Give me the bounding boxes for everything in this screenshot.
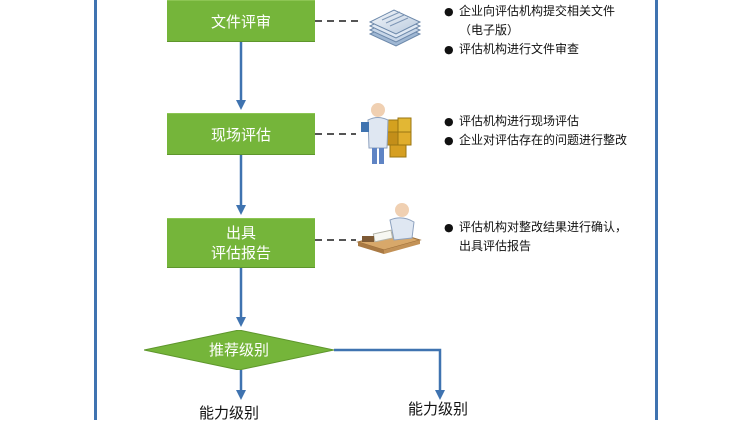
- note-doc-item-1-cont: （电子版）: [444, 21, 684, 40]
- note-doc-item-1: ● 企业向评估机构提交相关文件: [444, 2, 684, 21]
- note-site-assessment: ● 评估机构进行现场评估 ● 企业对评估存在的问题进行整改: [444, 112, 684, 150]
- bullet-icon: ●: [444, 134, 454, 147]
- note-report-item-1-cont-text: 出具评估报告: [459, 239, 532, 253]
- note-site-item-2-text: 企业对评估存在的问题进行整改: [459, 133, 628, 147]
- node-site-assessment-label: 现场评估: [210, 125, 271, 144]
- frame-line-left: [94, 0, 97, 420]
- bullet-icon: ●: [444, 221, 454, 234]
- node-recommend-level-label: 推荐级别: [209, 341, 269, 359]
- note-report-item-1-cont: 出具评估报告: [444, 237, 684, 256]
- note-report: ● 评估机构对整改结果进行确认， 出具评估报告: [444, 218, 684, 256]
- bottom-label-right: 能力级别: [408, 400, 469, 418]
- bullet-icon: ●: [444, 43, 454, 56]
- frame-line-right: [655, 0, 658, 420]
- node-issue-report-line2: 评估报告: [210, 244, 271, 262]
- document-stack-icon: [368, 9, 422, 47]
- bullet-icon: ●: [444, 115, 454, 128]
- inspector-with-boxes-icon: [361, 103, 412, 164]
- note-report-item-1-text: 评估机构对整改结果进行确认，: [459, 220, 628, 234]
- bullet-icon: ●: [444, 5, 454, 18]
- node-recommend-level: 推荐级别: [143, 329, 335, 371]
- person-writing-at-desk-icon: [356, 203, 422, 254]
- note-doc-item-2: ● 评估机构进行文件审查: [444, 40, 684, 59]
- note-site-item-1-text: 评估机构进行现场评估: [459, 114, 580, 128]
- node-site-assessment: 现场评估: [167, 113, 315, 155]
- note-doc-item-1-cont-text: （电子版）: [459, 23, 520, 37]
- bottom-label-left: 能力级别: [199, 404, 260, 422]
- note-document-review: ● 企业向评估机构提交相关文件 （电子版） ● 评估机构进行文件审查: [444, 2, 684, 59]
- arrow-recommend-right: [334, 348, 445, 400]
- note-site-item-2: ● 企业对评估存在的问题进行整改: [444, 131, 684, 150]
- note-report-item-1: ● 评估机构对整改结果进行确认，: [444, 218, 684, 237]
- node-document-review: 文件评审: [167, 0, 315, 42]
- node-issue-report: 出具 评估报告: [167, 218, 315, 268]
- note-site-item-1: ● 评估机构进行现场评估: [444, 112, 684, 131]
- note-doc-item-1-text: 企业向评估机构提交相关文件: [459, 4, 616, 18]
- node-document-review-label: 文件评审: [210, 12, 271, 31]
- note-doc-item-2-text: 评估机构进行文件审查: [459, 42, 580, 56]
- diamond-shape: 推荐级别: [143, 329, 335, 371]
- node-issue-report-line1: 出具: [225, 224, 256, 242]
